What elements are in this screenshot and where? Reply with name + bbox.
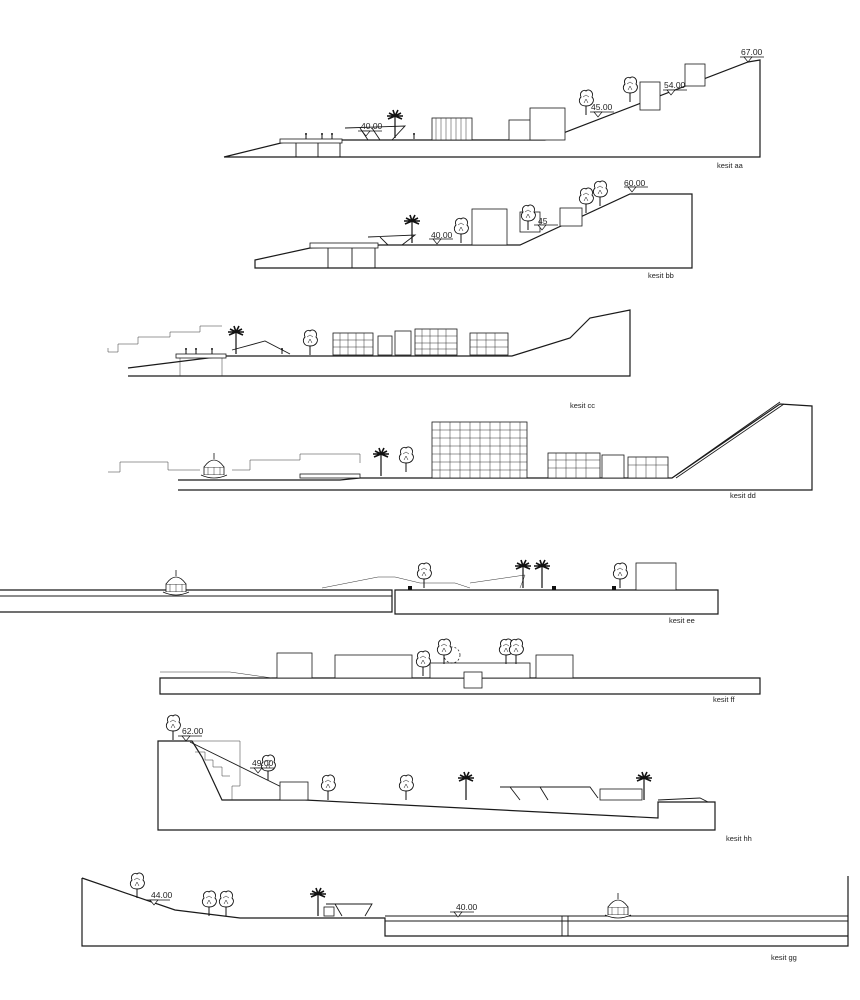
section-title-gg: kesit gg [771,953,797,962]
elevation-aa-4: 40.00 [361,121,383,131]
elevation-bb-2: 45 [538,216,548,226]
section-gg: 44.00 40.00 kesit gg [81,872,849,962]
section-title-bb: kesit bb [648,271,674,280]
elevation-aa-3: 45.00 [591,102,613,112]
section-title-aa: kesit aa [717,161,744,170]
section-dd: kesit dd [108,401,813,500]
elevation-hh-1: 62.00 [182,726,204,736]
section-title-cc: kesit cc [570,401,595,410]
section-aa: 67.00 54.00 45.00 40.00 kesit aa [223,47,765,170]
section-ff: kesit ff [159,638,761,704]
section-cc: kesit cc [107,309,631,410]
elevation-bb-1: 60.00 [624,178,646,188]
elevation-gg-2: 40.00 [456,902,478,912]
section-title-ff: kesit ff [713,695,735,704]
section-hh: 62.00 49.00 kesit hh [157,714,752,843]
elevation-aa-1: 67.00 [741,47,763,57]
section-ee: kesit ee [0,559,719,625]
section-title-ee: kesit ee [669,616,695,625]
section-bb: 60.00 45 40.00 kesit bb [254,178,693,280]
elevation-aa-2: 54.00 [664,80,686,90]
elevation-hh-2: 49.00 [252,758,274,768]
elevation-bb-3: 40.00 [431,230,453,240]
elevation-gg-1: 44.00 [151,890,173,900]
section-title-dd: kesit dd [730,491,756,500]
section-title-hh: kesit hh [726,834,752,843]
